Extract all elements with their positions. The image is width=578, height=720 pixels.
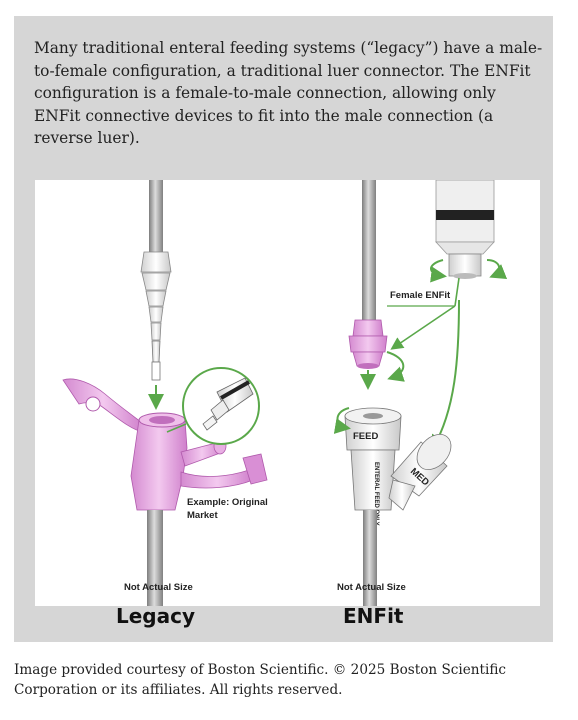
example-label-line1: Example: Original	[187, 497, 268, 508]
legacy-label: Legacy	[116, 604, 196, 628]
connector-figure: Example: Original Market Not Actual Size	[35, 180, 540, 606]
example-label-line2: Market	[187, 510, 218, 521]
zoomed-luer-tip	[202, 377, 254, 431]
not-actual-size-left: Not Actual Size	[124, 582, 193, 593]
connector-diagram: Example: Original Market Not Actual Size	[62, 180, 508, 606]
enteral-feed-only-label: ENTERAL FEED ONLY	[373, 462, 379, 526]
image-credit: Image provided courtesy of Boston Scient…	[14, 662, 507, 698]
feed-label: FEED	[353, 431, 378, 442]
enfit-connector: Female ENFit FEED ENTERAL FEED ONLY MED …	[333, 180, 508, 606]
not-actual-size-right: Not Actual Size	[337, 582, 406, 593]
legacy-connector: Example: Original Market Not Actual Size	[62, 180, 268, 606]
female-enfit-label: Female ENFit	[390, 290, 451, 301]
enfit-label: ENFit	[343, 604, 404, 628]
intro-text: Many traditional enteral feeding systems…	[34, 39, 543, 147]
